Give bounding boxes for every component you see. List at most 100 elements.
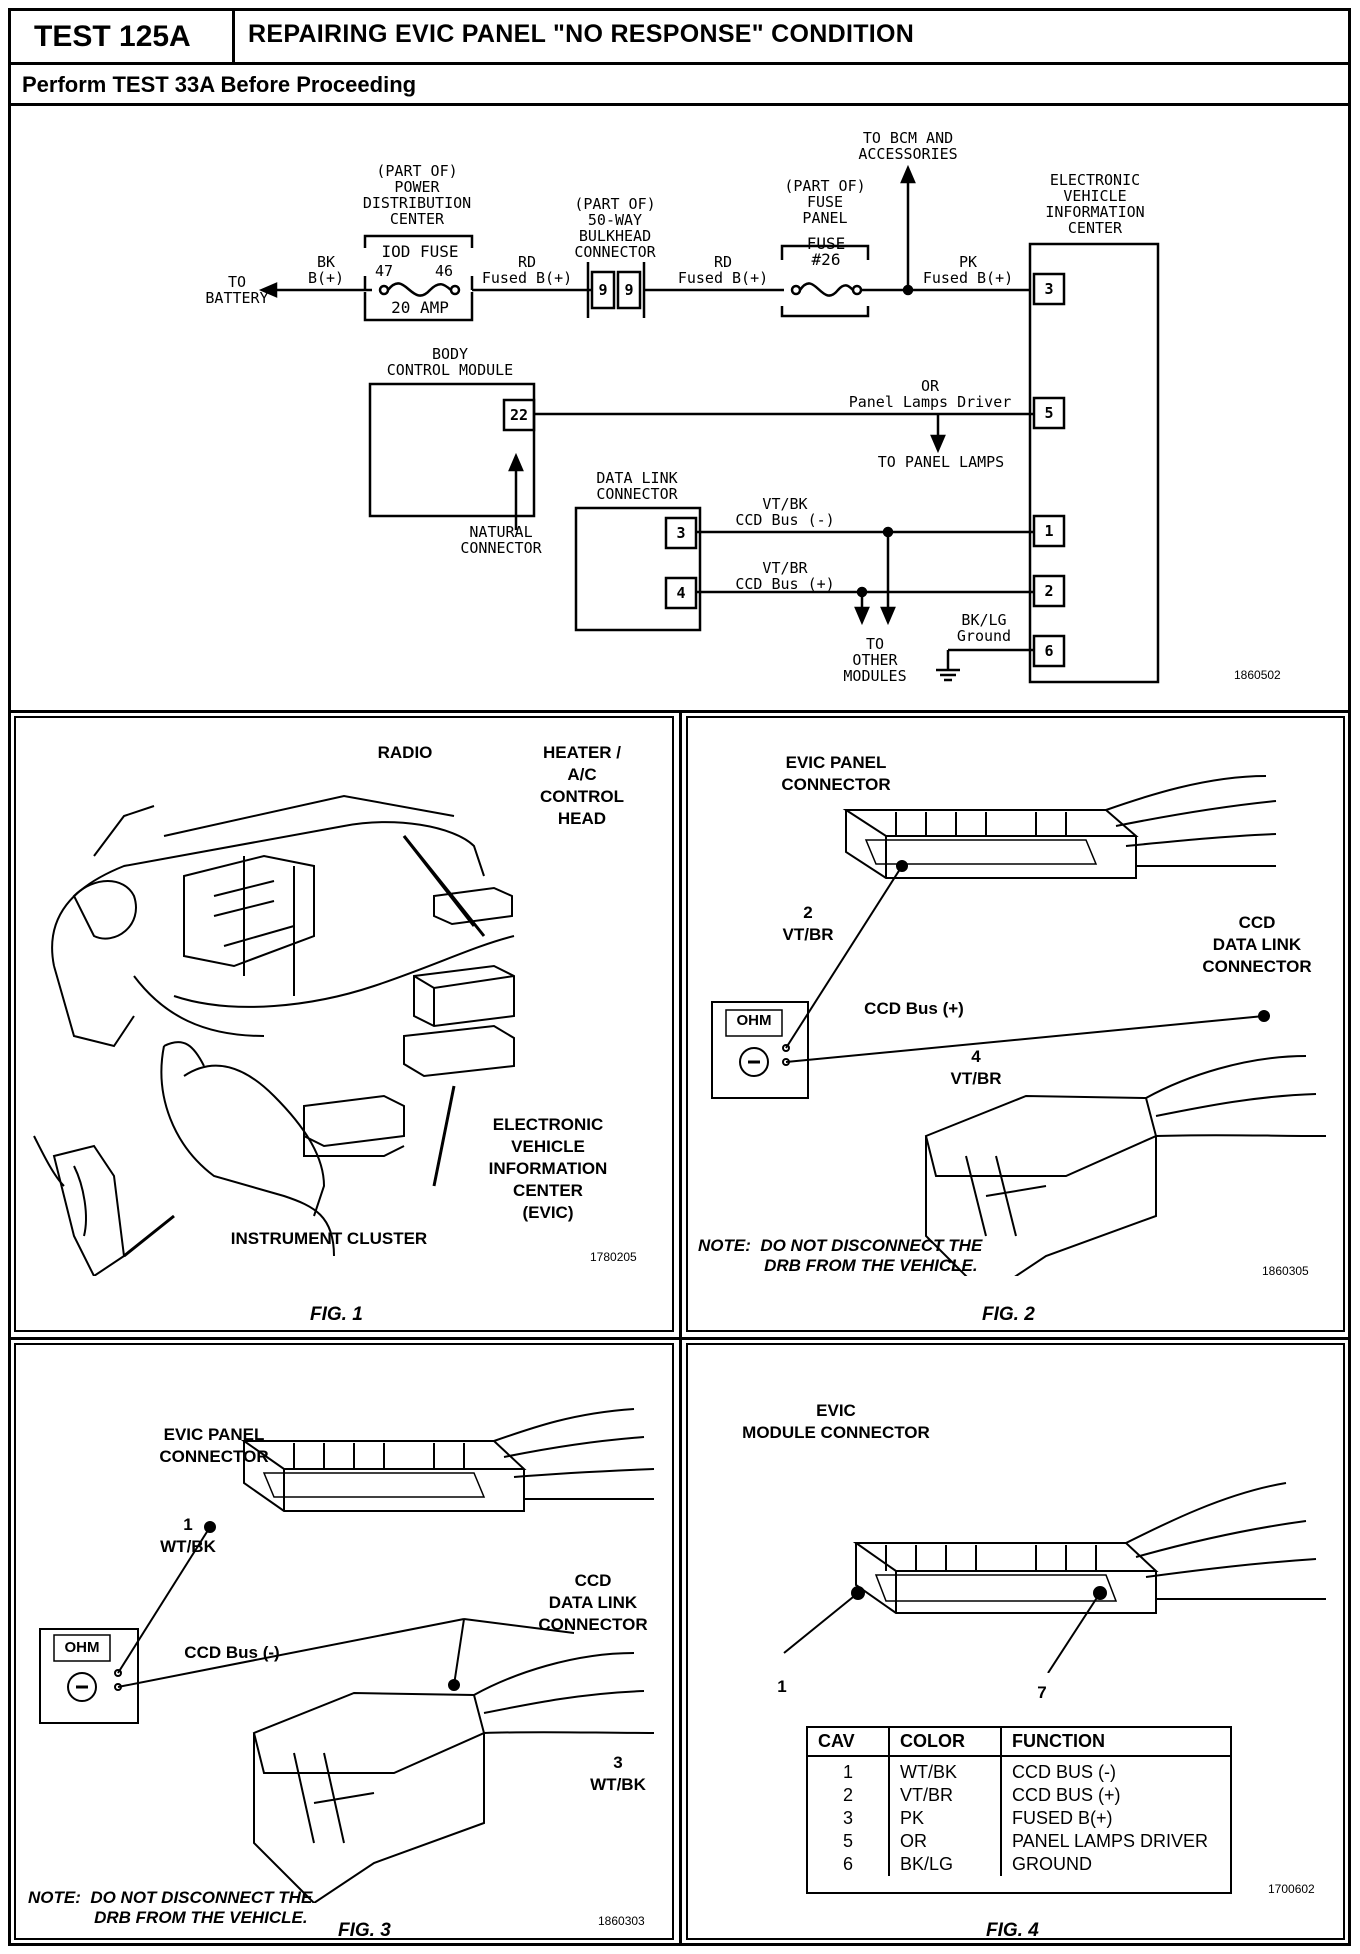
- fig2-caption: FIG. 2: [982, 1304, 1035, 1325]
- wire-bk-label: BK B(+): [307, 253, 345, 287]
- page-subtitle: Perform TEST 33A Before Proceeding: [22, 72, 417, 97]
- fig2-frame: [686, 716, 1345, 1332]
- table-row: 5 OR PANEL LAMPS DRIVER: [808, 1830, 1230, 1853]
- to-panel-lamps-label: TO PANEL LAMPS: [877, 453, 1005, 471]
- test-id: TEST 125A: [34, 20, 191, 53]
- fig2-bus-label: CCD Bus (+): [864, 999, 964, 1018]
- wire-pk-label: PK Fused B(+): [922, 253, 1014, 287]
- fig1-heater-label: HEATER / A/C CONTROL HEAD: [539, 743, 625, 828]
- fig3-ccd-dlc-label: CCD DATA LINK CONNECTOR: [538, 1571, 648, 1634]
- cell-function: PANEL LAMPS DRIVER: [1000, 1830, 1230, 1853]
- header-divider-2: [8, 103, 1351, 106]
- table-row: 3 PK FUSED B(+): [808, 1807, 1230, 1830]
- to-other-modules-label: TO OTHER MODULES: [843, 635, 907, 685]
- natural-connector-label: NATURAL CONNECTOR: [460, 523, 542, 557]
- fig3-pin1-label: 1 WT/BK: [160, 1515, 216, 1556]
- fig4-code: 1700602: [1268, 1882, 1315, 1896]
- cell-cav: 2: [842, 1785, 853, 1805]
- evic-pin-3: 3: [1044, 280, 1054, 298]
- cell-color: WT/BK: [888, 1756, 1001, 1784]
- fig4-pin1-label: 1: [777, 1677, 787, 1696]
- fig2-ohm: OHM: [736, 1012, 772, 1029]
- fig4-pin7-label: 7: [1037, 1683, 1047, 1702]
- fig2-panel-connector-label: EVIC PANEL CONNECTOR: [781, 753, 891, 794]
- fig4-caption: FIG. 4: [986, 1920, 1039, 1941]
- dlc-pin-4: 4: [676, 584, 686, 602]
- cavity-table: CAV COLOR FUNCTION 1 WT/BK CCD BUS (-) 2…: [806, 1726, 1232, 1894]
- bcm-pin-22: 22: [509, 406, 529, 424]
- table-header-cav: CAV: [808, 1728, 889, 1757]
- fig2-connector-illustration: [711, 775, 1327, 1276]
- fig4-frame: [686, 1343, 1345, 1940]
- pdc-pin-46: 46: [434, 262, 454, 280]
- fig3-bus-label: CCD Bus (-): [184, 1643, 280, 1662]
- bulkhead-pin-b: 9: [624, 281, 634, 299]
- wire-rd-label-2: RD Fused B(+): [677, 253, 769, 287]
- fig3-pin3-label: 3 WT/BK: [590, 1753, 646, 1794]
- fig1-dashboard-illustration: [33, 794, 515, 1276]
- cell-color: VT/BR: [888, 1784, 1001, 1807]
- cell-cav: 6: [842, 1854, 853, 1874]
- evic-pin-2: 2: [1044, 582, 1054, 600]
- table-header-function: FUNCTION: [1000, 1728, 1230, 1757]
- evic-pin-1: 1: [1044, 522, 1054, 540]
- wire-or-label: OR Panel Lamps Driver: [848, 377, 1012, 411]
- fig1-radio-label: RADIO: [377, 743, 433, 762]
- dlc-label: DATA LINK CONNECTOR: [596, 469, 678, 503]
- fig1-evic-label: ELECTRONIC VEHICLE INFORMATION CENTER (E…: [488, 1115, 608, 1222]
- to-bcm-label: TO BCM AND ACCESSORIES: [858, 129, 958, 163]
- bulkhead-pin-a: 9: [598, 281, 608, 299]
- page-title: REPAIRING EVIC PANEL "NO RESPONSE" CONDI…: [248, 20, 915, 48]
- evic-label: ELECTRONIC VEHICLE INFORMATION CENTER: [1045, 171, 1145, 237]
- to-battery-label: TO BATTERY: [205, 273, 269, 307]
- cell-cav: 5: [842, 1831, 853, 1851]
- table-row: 2 VT/BR CCD BUS (+): [808, 1784, 1230, 1807]
- fig3-panel-connector-label: EVIC PANEL CONNECTOR: [159, 1425, 269, 1466]
- cell-cav: 3: [842, 1808, 853, 1828]
- wiring-schematic: [258, 164, 1160, 684]
- fuse-26-label: FUSE #26: [806, 234, 846, 269]
- table-header-color: COLOR: [888, 1728, 1001, 1757]
- schematic-code: 1860502: [1234, 668, 1281, 682]
- fig2-pin4-label: 4 VT/BR: [950, 1047, 1002, 1088]
- fig1-cluster-label: INSTRUMENT CLUSTER: [230, 1229, 428, 1248]
- pdc-amp: 20 AMP: [391, 298, 449, 317]
- cell-function: CCD BUS (+): [1000, 1784, 1230, 1807]
- cell-color: OR: [888, 1830, 1001, 1853]
- cell-function: FUSED B(+): [1000, 1807, 1230, 1830]
- fuse-panel-label: (PART OF) FUSE PANEL: [784, 177, 866, 227]
- table-row: 1 WT/BK CCD BUS (-): [808, 1756, 1230, 1784]
- bulkhead-label: (PART OF) 50-WAY BULKHEAD CONNECTOR: [574, 195, 656, 261]
- pdc-fuse-label: IOD FUSE: [381, 242, 459, 261]
- wire-vtbr-label: VT/BR CCD Bus (+): [735, 559, 835, 593]
- fig1-frame: [14, 716, 674, 1332]
- cell-function: GROUND: [1000, 1853, 1230, 1876]
- fig3-frame: [14, 1343, 674, 1940]
- fig3-caption: FIG. 3: [338, 1920, 391, 1941]
- wire-vtbk-label: VT/BK CCD Bus (-): [735, 495, 835, 529]
- fig1-code: 1780205: [590, 1250, 637, 1264]
- fig2-pin2-label: 2 VT/BR: [782, 903, 834, 944]
- header-vsep: [232, 8, 235, 64]
- fig3-connector-illustration: [39, 1408, 655, 1903]
- pdc-label: (PART OF) POWER DISTRIBUTION CENTER: [362, 162, 472, 228]
- cell-cav: 1: [842, 1762, 853, 1782]
- wire-rd-label-1: RD Fused B(+): [481, 253, 573, 287]
- fig3-code: 1860303: [598, 1914, 645, 1928]
- fig2-note: NOTE: DO NOT DISCONNECT THE DRB FROM THE…: [698, 1236, 983, 1275]
- fig1-caption: FIG. 1: [310, 1304, 363, 1325]
- bcm-label: BODY CONTROL MODULE: [386, 345, 514, 379]
- header-divider: [8, 62, 1351, 65]
- evic-pin-6: 6: [1044, 642, 1054, 660]
- fig3-note: NOTE: DO NOT DISCONNECT THE DRB FROM THE…: [28, 1888, 313, 1927]
- table-row: 6 BK/LG GROUND: [808, 1853, 1230, 1876]
- fig4-connector-illustration: [783, 1482, 1326, 1673]
- fig3-ohm: OHM: [64, 1639, 100, 1656]
- cell-function: CCD BUS (-): [1000, 1756, 1230, 1784]
- figures-vdivider: [679, 710, 682, 1946]
- cell-color: PK: [888, 1807, 1001, 1830]
- evic-pin-5: 5: [1044, 404, 1054, 422]
- pdc-pin-47: 47: [374, 262, 394, 280]
- cell-color: BK/LG: [888, 1853, 1001, 1876]
- fig2-code: 1860305: [1262, 1264, 1309, 1278]
